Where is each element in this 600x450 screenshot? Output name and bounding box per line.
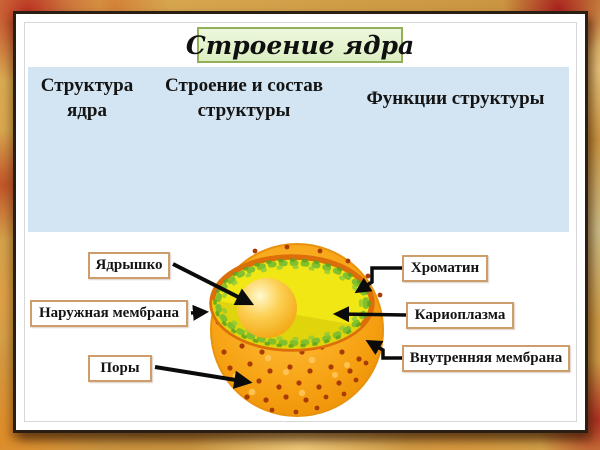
slide-title: Строение ядра: [185, 30, 415, 60]
label-pores: Поры: [88, 355, 152, 382]
label-inner-membrane-text: Внутренняя мембрана: [409, 350, 563, 366]
label-outer-membrane: Наружная мембрана: [30, 300, 188, 327]
column-header-composition: Строение и состав структуры: [164, 75, 323, 121]
slide-title-box: Строение ядра: [186, 27, 414, 63]
column-header-functions: Функции структуры: [366, 88, 545, 109]
label-pores-text: Поры: [100, 360, 140, 376]
label-outer-membrane-text: Наружная мембрана: [38, 305, 180, 321]
label-karyoplasm: Кариоплазма: [406, 302, 514, 329]
table-header-row: Структура ядра Строение и состав структу…: [28, 67, 569, 232]
label-karyoplasm-text: Кариоплазма: [414, 307, 506, 323]
label-chromatin-text: Хроматин: [410, 260, 480, 276]
column-header-structure: Структура ядра: [40, 75, 134, 121]
label-inner-membrane: Внутренняя мембрана: [402, 345, 570, 372]
label-nucleolus: Ядрышко: [88, 252, 170, 279]
slide-inner-border: [24, 22, 577, 422]
label-nucleolus-text: Ядрышко: [95, 257, 163, 273]
label-chromatin: Хроматин: [402, 255, 488, 282]
